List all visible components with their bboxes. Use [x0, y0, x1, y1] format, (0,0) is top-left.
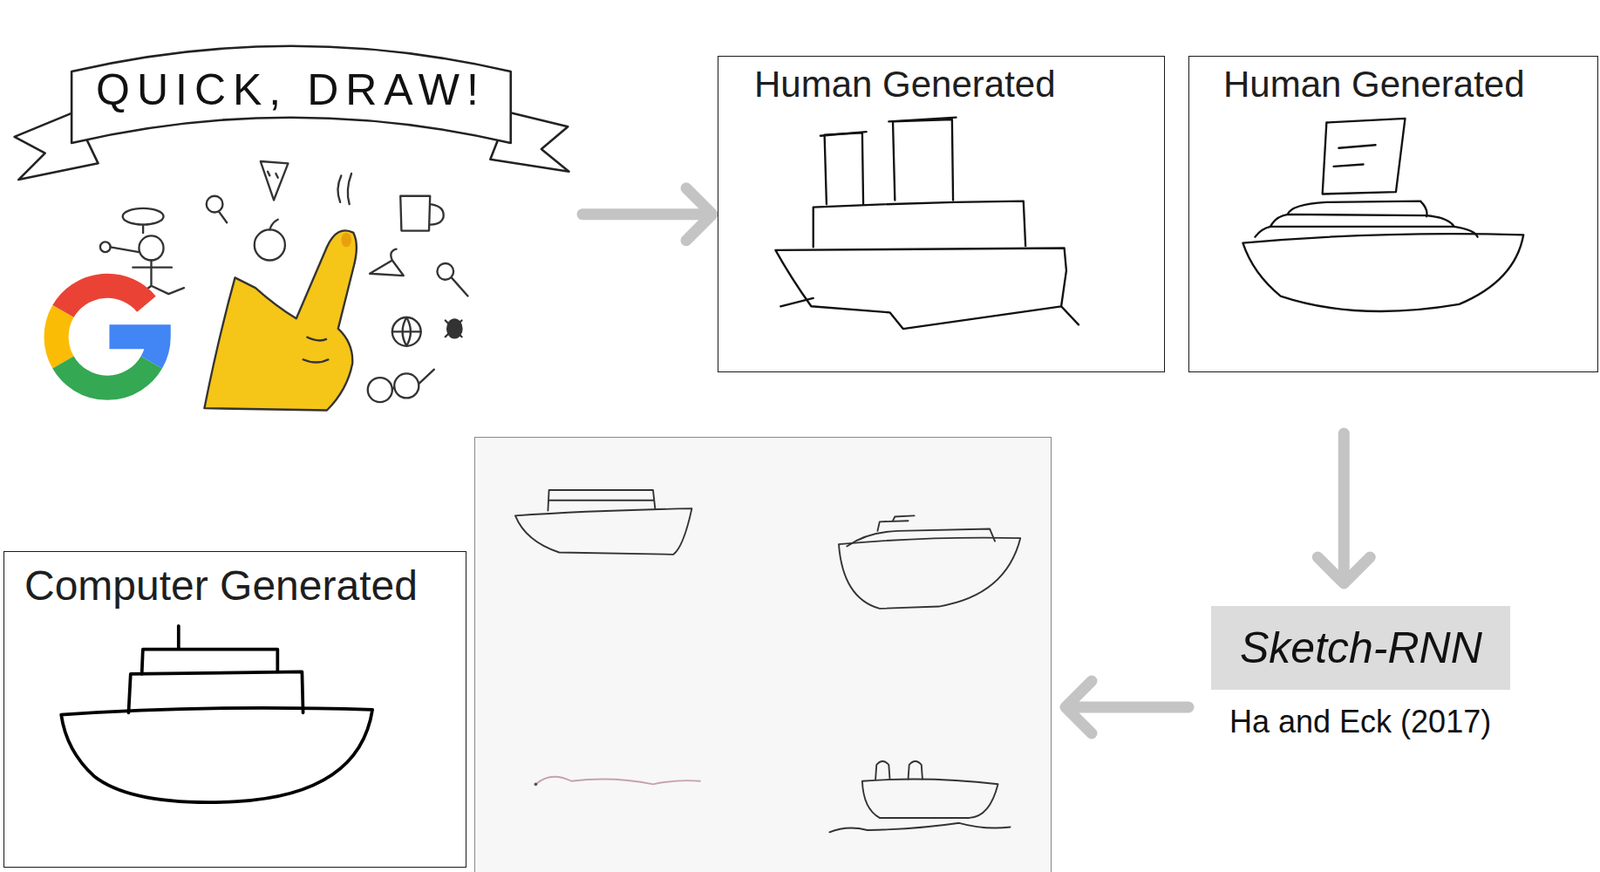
google-g [56, 285, 159, 389]
doodles-part [394, 373, 419, 398]
ship-sketch [1242, 118, 1524, 312]
pointing-hand-part [302, 336, 329, 362]
model-box: Sketch-RNN Ha and Eck (2017) [1211, 605, 1511, 741]
banner-ribbon-part [71, 46, 511, 143]
sketch-frame: Computer Generated [3, 551, 467, 868]
pointing-hand-part [340, 232, 352, 247]
sketch-frame: Human Generated [1188, 55, 1599, 373]
quickdraw-logo [5, 5, 572, 414]
doodles-part [367, 377, 393, 402]
frame-title: Human Generated [1223, 63, 1526, 106]
arrow-shaft [1068, 701, 1189, 714]
logo-banner: QUICK, DRAW! [5, 5, 572, 414]
flow-arrow [1065, 680, 1189, 734]
arrow-shaft [582, 208, 709, 220]
generated-samples-part [534, 782, 538, 786]
flow-arrow [1317, 433, 1370, 584]
doodles-part [269, 219, 278, 231]
doodles-part [142, 224, 144, 233]
ship-sketch-part [1270, 214, 1455, 227]
ship-sketch-part [892, 119, 954, 201]
arrow-shaft [1338, 433, 1350, 580]
sketch-frame: Human Generated [717, 55, 1165, 373]
doodles-part [392, 317, 422, 347]
generated-samples-part [877, 515, 914, 532]
ship-sketch-part [142, 649, 279, 675]
pointing-hand [204, 230, 357, 410]
ship-sketch-part [813, 201, 1026, 248]
ship-sketch-part [61, 708, 373, 803]
generated-samples-part [862, 779, 999, 818]
google-g-part [108, 336, 158, 362]
arrow-head [1065, 680, 1092, 734]
frame-title: Computer Generated [24, 561, 418, 610]
google-g-part [62, 362, 151, 389]
ship-sketch-part [888, 117, 956, 123]
doodles-part [122, 208, 164, 225]
generated-samples-part [547, 490, 655, 511]
ship-sketch-part [775, 248, 1067, 330]
banner-ribbon [14, 46, 570, 180]
citation: Ha and Eck (2017) [1229, 703, 1492, 740]
doodles-part [369, 249, 404, 276]
doodles-part [337, 173, 352, 205]
doodles-part [138, 235, 164, 260]
google-g-part [56, 311, 64, 363]
samples-panel [474, 436, 1052, 872]
doodles-part [392, 317, 422, 347]
generated-samples-part [535, 776, 700, 785]
doodles-part [218, 211, 227, 223]
doodles-part [451, 277, 469, 296]
frame-title: Human Generated [754, 63, 1056, 106]
ship-sketch [775, 117, 1079, 329]
arrow-head [686, 188, 713, 241]
model-name: Sketch-RNN [1239, 624, 1483, 673]
flow-arrow [582, 188, 713, 241]
doodles-part [110, 246, 140, 252]
doodles-part [206, 196, 224, 213]
pointing-hand-part [204, 230, 357, 410]
doodles-part [254, 229, 286, 260]
ship-sketch-part [824, 132, 864, 205]
google-g-part [62, 285, 147, 312]
generated-samples-part [846, 529, 995, 547]
ship-sketch-part [820, 131, 867, 137]
generated-samples-part [875, 761, 923, 779]
ship-sketch-part [1242, 233, 1524, 312]
generated-samples [515, 490, 1021, 832]
generated-samples-part [829, 823, 1010, 833]
generated-samples-part [838, 537, 1021, 609]
ship-sketch-part [1334, 144, 1376, 167]
ship-sketch [61, 626, 373, 803]
doodles-part [445, 320, 463, 338]
doodles-part [100, 241, 111, 252]
ship-sketch-part [780, 298, 1079, 325]
model-box-fill: Sketch-RNN [1211, 605, 1511, 690]
panel-ground [474, 436, 1052, 872]
doodles-part [260, 161, 289, 200]
ship-sketch-part [177, 626, 181, 649]
ship-sketch-part [1322, 118, 1406, 195]
logo-title: QUICK, DRAW! [95, 68, 486, 112]
generated-samples-part [515, 508, 692, 555]
arrow-head [1317, 557, 1370, 584]
doodles-part [400, 196, 443, 232]
doodles-part [392, 369, 435, 389]
